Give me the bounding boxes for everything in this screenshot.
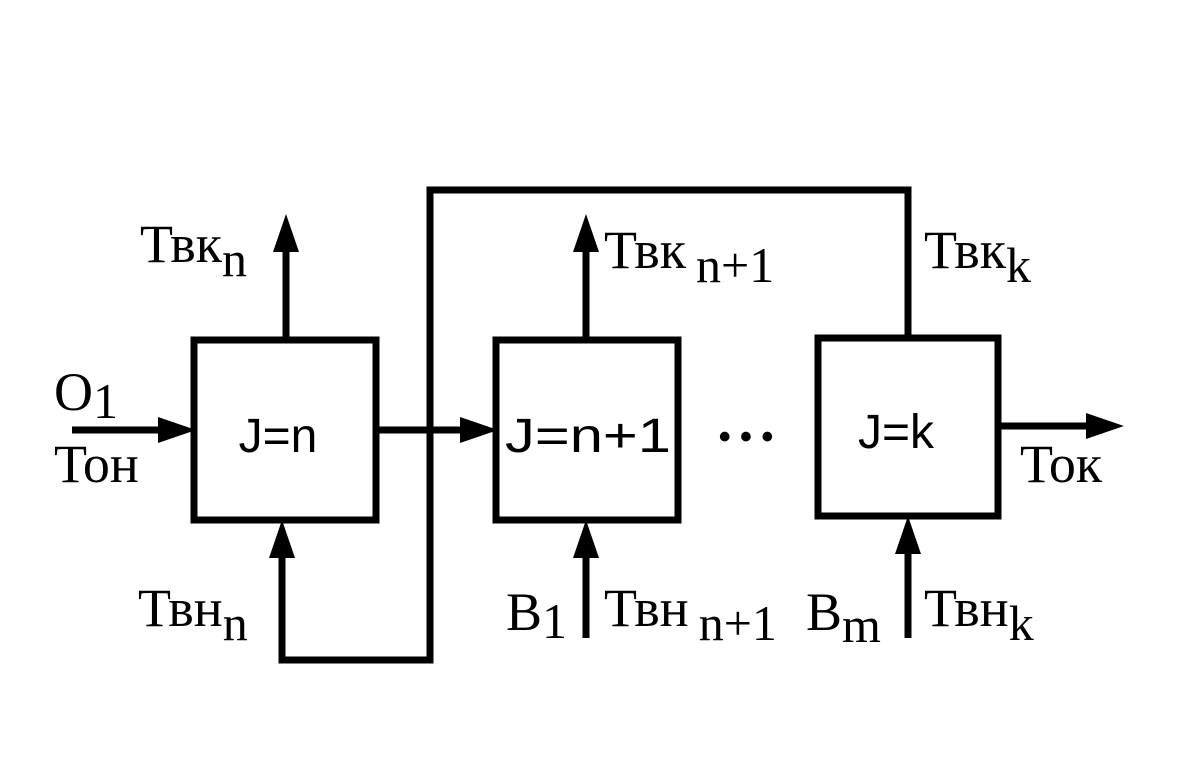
- block-k-box: [814, 334, 1002, 520]
- label-o1: O1: [54, 362, 118, 429]
- ellipsis-dots: • • •: [719, 418, 774, 456]
- label-tvk-k: Твкk: [924, 220, 1031, 293]
- label-tvk-n: Твкn: [140, 214, 247, 287]
- label-b1: B1: [506, 582, 567, 649]
- block-k-label: J=k: [858, 406, 935, 459]
- label-bm: Bm: [806, 582, 881, 653]
- block-n1: J=n+1: [492, 336, 682, 524]
- tvn-n-arrow-head: [269, 520, 295, 558]
- block-k: J=k: [814, 334, 1002, 520]
- block-n-box: [190, 336, 380, 524]
- recycle-loop-line: [278, 186, 912, 664]
- block-n-label: J=n: [239, 410, 318, 463]
- label-tvn-k: Твнk: [924, 578, 1034, 651]
- connections: [72, 186, 1092, 664]
- block-n1-label: J=n+1: [505, 410, 671, 463]
- block-n1-box: [492, 336, 682, 524]
- label-tvn-n: Твнn: [138, 578, 248, 651]
- label-ton: Тон: [54, 434, 139, 494]
- tvk-n1-arrow-head: [573, 214, 599, 252]
- input-arrow-head: [158, 417, 196, 443]
- block-n: J=n: [190, 336, 380, 524]
- tvn-k-arrow-head: [895, 516, 921, 554]
- arrow-heads: [158, 214, 1124, 558]
- tvk-n-arrow-head: [273, 214, 299, 252]
- link-arrow-head: [460, 417, 498, 443]
- label-tok: Ток: [1020, 434, 1103, 494]
- tvn-n1-arrow-head: [573, 520, 599, 558]
- output-arrow-head: [1086, 413, 1124, 439]
